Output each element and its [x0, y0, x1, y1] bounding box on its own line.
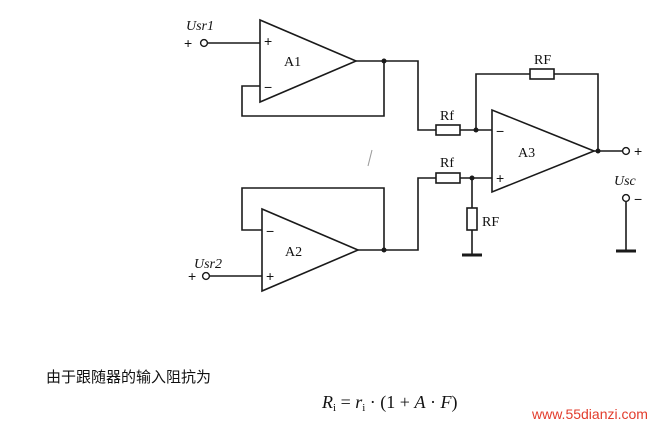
rf-feedback-wire-right	[554, 73, 599, 151]
resistor-rf-2	[435, 172, 461, 184]
resistor-rf-2-label: Rf	[440, 156, 454, 171]
input-2-label: Usr2	[194, 257, 222, 272]
output-minus-sign: −	[634, 191, 642, 207]
site-watermark: www.55dianzi.com	[532, 406, 648, 422]
op-amp-a2	[261, 207, 361, 293]
input-2-plus: +	[188, 268, 196, 284]
rf-feedback-wire-left	[475, 73, 530, 130]
formula-r-sub: i	[333, 402, 337, 414]
a2-output-wire	[358, 177, 436, 251]
formula-f-var: F	[440, 392, 452, 412]
resistor-rf-feedback	[529, 68, 555, 80]
resistor-rf-ground-label: RF	[482, 215, 499, 230]
a2-feedback-wire	[241, 187, 385, 250]
resistor-rf-1	[435, 124, 461, 136]
formula-ri-sub: i	[362, 402, 366, 414]
a3-plus-sign: +	[496, 170, 504, 186]
a3-minus-sign: −	[496, 123, 504, 139]
output-plus-sign: +	[634, 143, 642, 159]
formula-open: · (1 +	[365, 392, 415, 412]
formula-dot: ·	[425, 392, 441, 412]
a1-minus-sign: −	[264, 79, 272, 95]
resistor-rf-1-label: Rf	[440, 109, 454, 124]
formula-close: )	[451, 392, 458, 412]
input-impedance-formula: Ri = ri · (1 + A · F)	[322, 392, 457, 414]
input-2-terminal	[201, 271, 211, 281]
a1-label: A1	[284, 55, 301, 70]
input-1-plus: +	[184, 35, 192, 51]
output-terminal-minus	[621, 193, 631, 203]
scan-mark	[367, 149, 373, 167]
formula-eq: =	[336, 392, 356, 412]
caption-text: 由于跟随器的输入阻抗为	[46, 368, 212, 386]
output-terminal-plus	[621, 146, 631, 156]
formula-r-var: R	[322, 392, 333, 412]
formula-ri-var: r	[355, 392, 363, 412]
a1-plus-sign: +	[264, 33, 272, 49]
a2-plus-sign: +	[266, 268, 274, 284]
op-amp-a3	[491, 108, 597, 194]
op-amp-schematic: A1 + − Usr1 + A2 − + Usr2 + Rf Rf A3 − +…	[184, 18, 642, 293]
input-1-label: Usr1	[186, 19, 214, 34]
output-label: Usc	[614, 174, 637, 189]
resistor-rf-feedback-label: RF	[534, 53, 551, 68]
a2-minus-sign: −	[266, 223, 274, 239]
a3-label: A3	[518, 146, 535, 161]
input-1-terminal	[199, 38, 209, 48]
resistor-rf-ground	[466, 207, 478, 231]
a1-feedback-wire	[241, 61, 385, 117]
output-node	[595, 148, 601, 154]
a3-inverting-node	[473, 127, 479, 133]
a2-output-node	[381, 247, 387, 253]
a2-label: A2	[285, 245, 302, 260]
formula-a-var: A	[414, 392, 426, 412]
a1-output-wire	[356, 60, 436, 131]
a1-output-node	[381, 58, 387, 64]
op-amp-a1	[259, 18, 359, 104]
